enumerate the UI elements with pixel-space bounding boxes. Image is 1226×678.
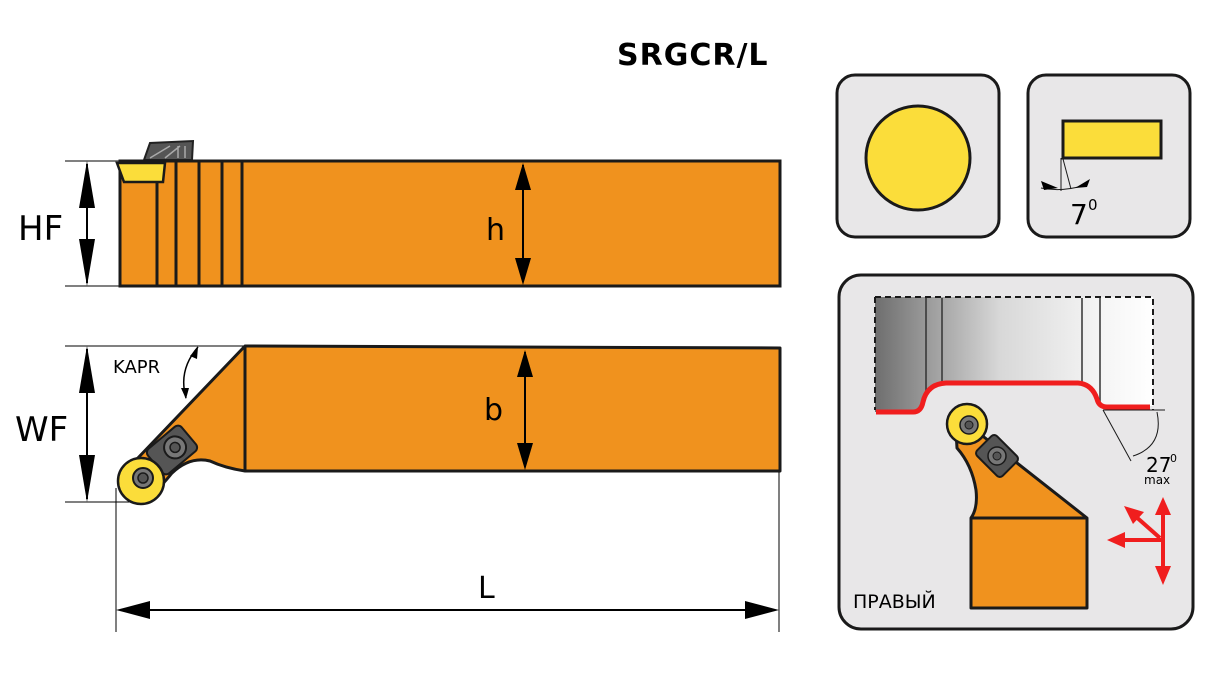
feed-direction-arrows-icon <box>1107 497 1171 585</box>
hand-label: ПРАВЫЙ <box>853 590 936 613</box>
round-insert-shape-icon <box>864 104 972 212</box>
ramp-angle-qualifier: max <box>1144 473 1170 487</box>
clearance-angle-value: 7 <box>1070 198 1088 231</box>
side-view: HF h <box>18 139 782 288</box>
workpiece <box>875 297 1153 412</box>
b-dimension-arrow <box>517 350 533 470</box>
clearance-arrowhead <box>1075 179 1090 188</box>
insert-profile-icon <box>1061 119 1163 160</box>
workpiece-outline <box>875 296 1154 410</box>
machined-profile <box>876 380 1150 415</box>
h-label: h <box>486 213 505 248</box>
clamp-block-icon <box>145 424 199 476</box>
clearance-line <box>1062 158 1072 190</box>
ramp-angle-unit: 0 <box>1170 452 1177 465</box>
ramp-angle-line <box>1102 409 1132 462</box>
insert-side <box>115 161 167 184</box>
wf-label: WF <box>15 410 68 450</box>
hf-label: HF <box>18 209 63 249</box>
h-dimension-arrow <box>515 163 531 285</box>
clearance-arrowhead <box>1041 181 1058 190</box>
ramp-angle-arc <box>1132 411 1159 457</box>
kapr-arrowhead <box>181 388 189 399</box>
b-label: b <box>484 393 503 428</box>
wf-dimension-arrow <box>79 346 95 502</box>
clamp-detail <box>149 145 186 159</box>
ramp-angle-value: 27 <box>1146 453 1171 477</box>
kapr-arrowhead <box>190 347 198 359</box>
l-label: L <box>478 571 495 606</box>
tool-insert-screw-center <box>964 420 974 430</box>
product-title: SRGCR/L <box>617 38 769 73</box>
kapr-label: KAPR <box>113 357 160 378</box>
clearance-angle-unit: 0 <box>1088 196 1098 214</box>
top-view: WF KAPR b <box>15 344 782 632</box>
shank-side <box>118 159 782 288</box>
l-dimension-arrow <box>116 601 779 619</box>
shank-top <box>134 344 782 498</box>
tool-clamp-icon <box>975 434 1019 478</box>
hf-dimension-arrow <box>79 161 95 286</box>
insert-screw-center <box>137 472 149 484</box>
insert-shape-panel <box>835 73 1001 239</box>
application-panel: 27 0 max ПРАВЫЙ <box>837 273 1195 631</box>
clearance-angle-panel: 7 0 <box>1026 73 1192 239</box>
